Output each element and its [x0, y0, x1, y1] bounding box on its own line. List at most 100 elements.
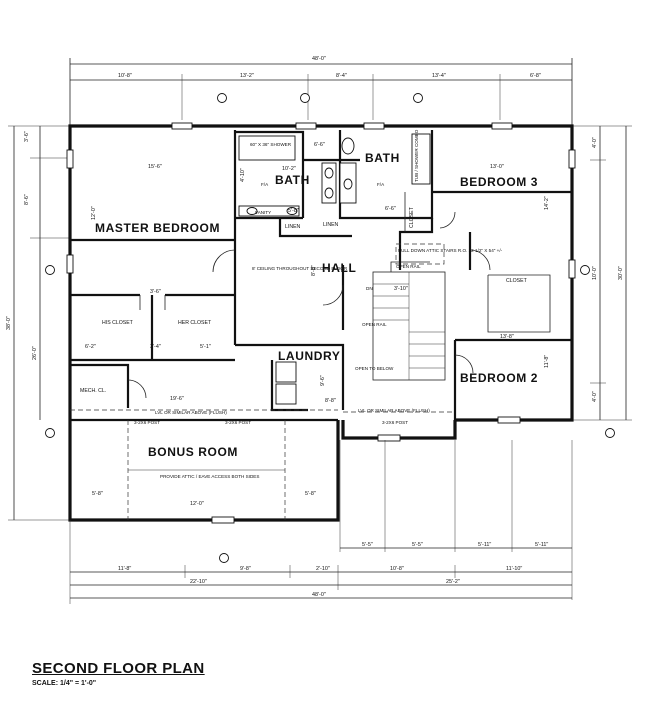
- structural-marker-icon: [45, 265, 55, 275]
- washer-icon: [275, 361, 297, 383]
- dim-top-2: 13'-2": [240, 73, 254, 79]
- note-lvl-2: LVL OR SIMILAR ABOVE (FLUSH): [358, 408, 430, 413]
- dim-bot-1: 11'-8": [118, 566, 131, 572]
- structural-marker-icon: [413, 93, 423, 103]
- dim-m4: 3'-4": [150, 344, 161, 350]
- plan-scale: SCALE: 1/4" = 1'-0": [32, 680, 97, 687]
- interior-dimensions: 13'-0" 13'-8" 14'-2" 11'-8" 15'-6" 12'-0…: [85, 142, 550, 507]
- room-bonus-room: BONUS ROOM: [148, 445, 238, 459]
- dim-bot-total: 48'-0": [312, 592, 326, 598]
- dryer-icon: [275, 383, 297, 405]
- plan-title: SECOND FLOOR PLAN: [32, 660, 205, 677]
- note-lvl-1: LVL OR SIMILAR ABOVE (FLUSH): [155, 410, 227, 415]
- dim-m3: 6'-2": [85, 344, 96, 350]
- dim-m7: 10'-2": [282, 166, 296, 172]
- dim-m9: 4'-10": [240, 168, 246, 182]
- shower-icon: [238, 135, 296, 161]
- note-fa-1: F/A: [261, 182, 269, 187]
- dim-bedroom2-width: 13'-8": [500, 334, 514, 340]
- dim-bonus-left: 5'-8": [92, 491, 103, 497]
- dim-bot-4: 10'-8": [390, 566, 404, 572]
- dim-top-1: 10'-8": [118, 73, 132, 79]
- sink-icon: [343, 178, 353, 190]
- dim-m14: 6'-6": [385, 206, 396, 212]
- note-post-1: 3-2X6 POST: [134, 420, 160, 425]
- dim-bedroom3-width: 13'-0": [490, 164, 504, 170]
- structural-marker-icon: [580, 265, 590, 275]
- dim-left-3: 38'-0": [6, 316, 12, 330]
- note-post-2: 3-2X6 POST: [225, 420, 251, 425]
- toilet-icon: [341, 137, 355, 155]
- dim-bonus-right: 5'-8": [305, 491, 316, 497]
- room-hall: HALL: [322, 261, 356, 275]
- dim-m12: 3'-10": [394, 286, 408, 292]
- note-open-rail-1: OPEN RAIL: [396, 264, 421, 269]
- note-open-rail-2: OPEN RAIL: [362, 322, 387, 327]
- doors: [127, 211, 491, 399]
- dim-bedroom3-height: 14'-2": [544, 196, 550, 210]
- dim-left-1: 3'-6": [24, 131, 30, 142]
- dim-bot-7: 25'-2": [446, 579, 460, 585]
- room-closet-bedroom2: CLOSET: [506, 278, 528, 284]
- structural-marker-icon: [219, 553, 229, 563]
- room-bedroom-3: BEDROOM 3: [460, 175, 538, 189]
- dim-m5: 5'-1": [200, 344, 211, 350]
- structural-marker-icon: [605, 428, 615, 438]
- dim-top-total: 48'-0": [312, 56, 326, 62]
- room-linen-2: LINEN: [323, 222, 339, 228]
- bottom-dimension-lines: 5'-5" 5'-5" 5'-11" 5'-11" 11'-8" 9'-8" 2…: [69, 440, 573, 604]
- note-ceiling: 8' CEILING THROUGHOUT SECOND FLOOR: [252, 266, 348, 271]
- room-her-closet: HER CLOSET: [178, 320, 212, 326]
- room-labels: MASTER BEDROOM BATH BATH BEDROOM 3 HALL …: [80, 151, 538, 459]
- exterior-walls: [68, 124, 574, 522]
- dim-sub-1: 5'-5": [362, 542, 373, 548]
- note-open-to-below: OPEN TO BELOW: [355, 366, 394, 371]
- dim-bot-5: 11'-10": [506, 566, 522, 572]
- sink-icon: [324, 187, 334, 199]
- dim-m15: 8'-8": [325, 398, 336, 404]
- dim-left-2: 8'-6": [24, 194, 30, 205]
- room-laundry: LAUNDRY: [278, 349, 340, 363]
- dim-top-3: 8'-4": [336, 73, 347, 79]
- note-attic-stairs: PULL DOWN ATTIC STAIRS R.O. 22 1/2" X 54…: [398, 248, 503, 253]
- dim-bot-2: 9'-8": [240, 566, 251, 572]
- note-shower: 60" X 36" SHOWER: [250, 142, 292, 147]
- dim-right-4: 4'-0": [592, 391, 598, 402]
- dim-right-2: 10'-0": [592, 266, 598, 280]
- room-linen-1: LINEN: [285, 224, 301, 230]
- note-fa-2: F/A: [377, 182, 385, 187]
- note-down: DN: [366, 286, 373, 291]
- beams: [70, 409, 455, 520]
- room-bath-hall: BATH: [365, 151, 400, 165]
- dim-sub-2: 5'-5": [412, 542, 423, 548]
- sink-icon: [324, 167, 334, 179]
- dim-bedroom2-height: 11'-8": [544, 355, 550, 368]
- dim-right-1: 4'-0": [592, 137, 598, 148]
- notes: 60" X 36" SHOWER VANITY TUB / SHOWER COM…: [134, 129, 503, 479]
- dim-m11: 8'-8": [311, 265, 317, 276]
- dim-right-3: 30'-0": [618, 266, 624, 280]
- left-dimension-lines: 3'-6" 8'-6" 38'-0" 26'-0": [6, 125, 70, 521]
- dim-bot-3: 2'-10": [316, 566, 330, 572]
- room-mech-closet: MECH. CL.: [80, 388, 106, 394]
- dim-top-5: 6'-8": [530, 73, 541, 79]
- sink-icon: [286, 207, 298, 215]
- bathtub-icon: [411, 133, 431, 185]
- dim-sub-3: 5'-11": [478, 542, 491, 548]
- windows: [66, 122, 576, 524]
- structural-marker-icon: [217, 93, 227, 103]
- dim-master-width: 15'-6": [148, 164, 162, 170]
- dim-m13: 9'-6": [320, 375, 326, 386]
- dim-left-4: 26'-0": [32, 346, 38, 360]
- note-tub: TUB / SHOWER COMBO: [414, 129, 419, 182]
- top-dimension-lines: 48'-0" 10'-8" 13'-2" 8'-4" 13'-4" 6'-8": [69, 56, 573, 130]
- room-master-bedroom: MASTER BEDROOM: [95, 221, 220, 235]
- dim-bonus-width: 12'-0": [190, 501, 204, 507]
- room-bath-master: BATH: [275, 173, 310, 187]
- sink-icon: [246, 207, 258, 215]
- note-attic-access: PROVIDE ATTIC / EAVE ACCESS BOTH SIDES: [160, 474, 259, 479]
- dim-m1: 12'-0": [91, 206, 97, 220]
- structural-marker-icon: [45, 428, 55, 438]
- stair: [372, 243, 446, 381]
